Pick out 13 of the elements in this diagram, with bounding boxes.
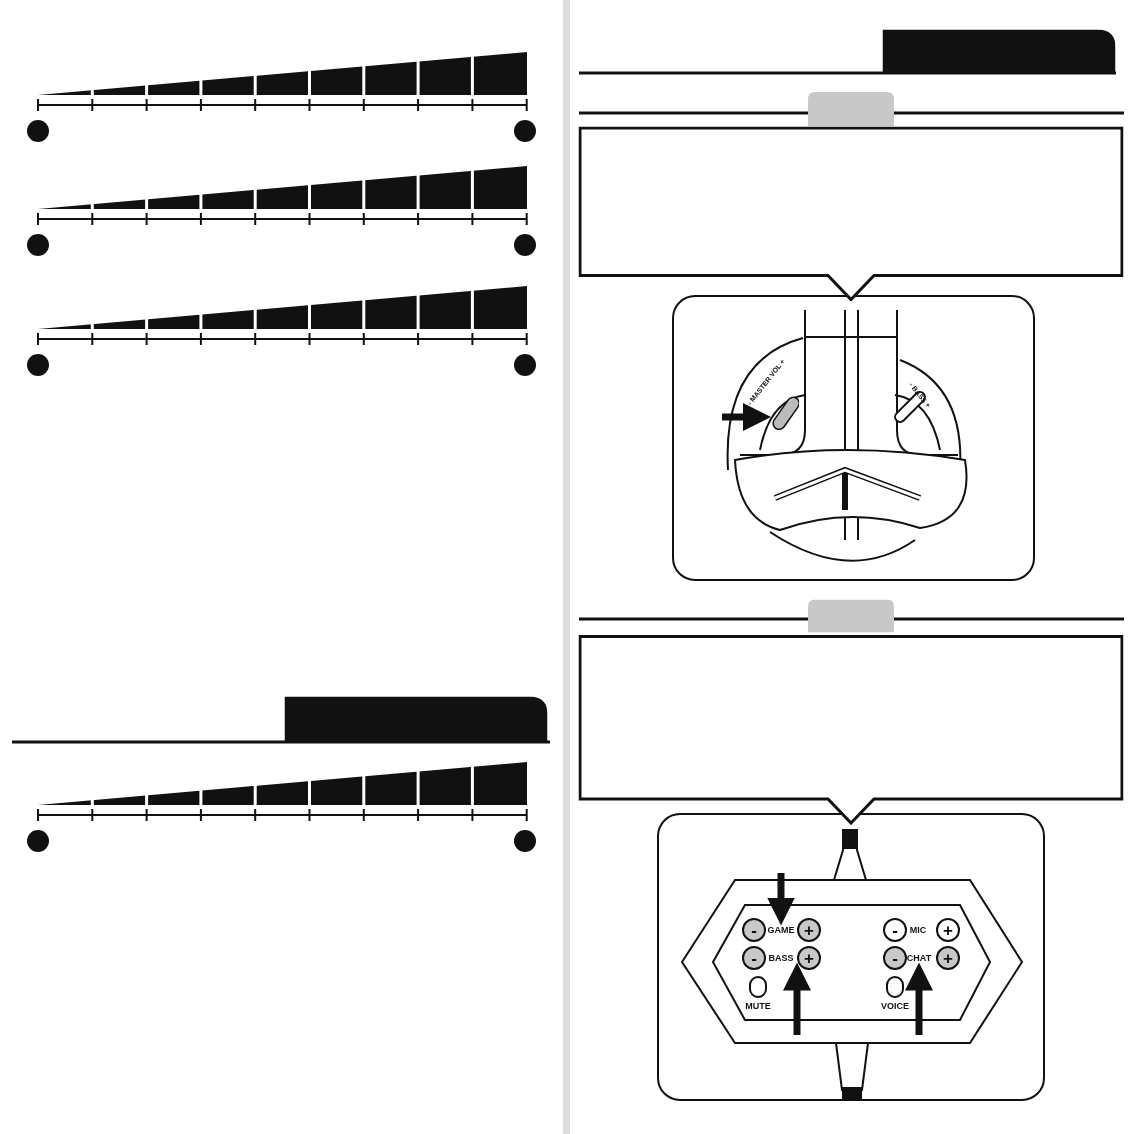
header-tab [284, 696, 548, 742]
switch-label: VOICE [881, 1001, 909, 1011]
callout-box [578, 126, 1124, 302]
button-label: MIC [909, 925, 927, 935]
step-tab [808, 599, 894, 632]
button-label: BASS [768, 953, 794, 963]
header-tab [882, 29, 1116, 73]
button-label: CHAT [906, 953, 932, 963]
arrow [767, 873, 795, 926]
button-label: GAME [767, 925, 795, 935]
callout-box [578, 635, 1124, 825]
switch-label: MUTE [745, 1001, 771, 1011]
step-tab [808, 92, 894, 126]
